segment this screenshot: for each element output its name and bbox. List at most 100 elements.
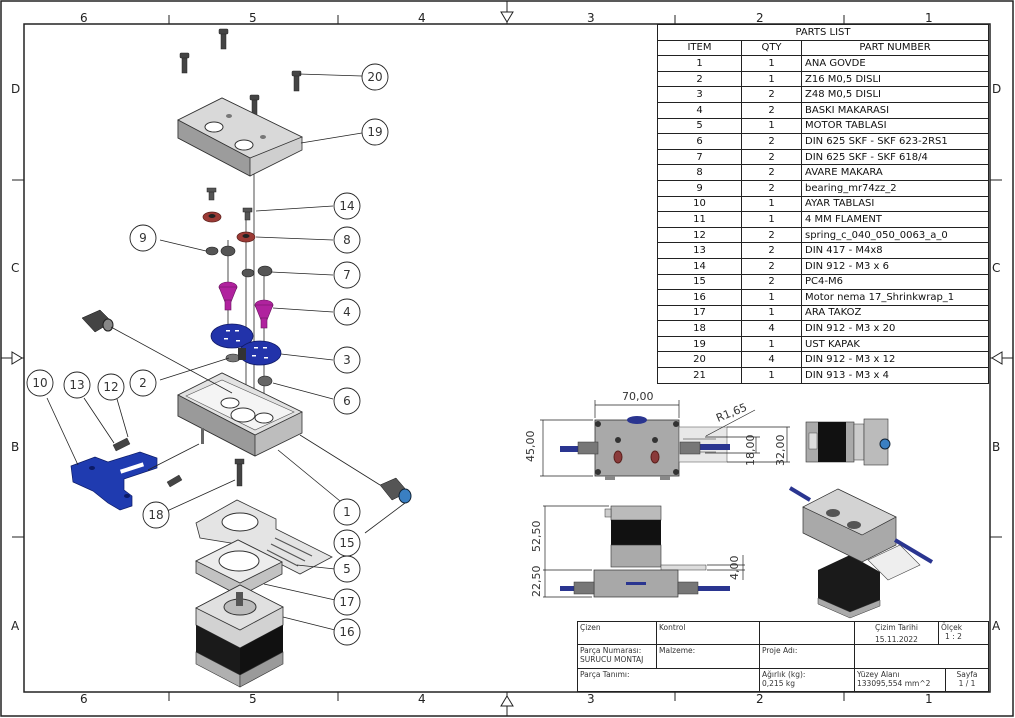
- pc4-fitting-left: [81, 309, 114, 333]
- parca-tanimi-label: Parça Tanımı:: [580, 670, 630, 679]
- balloon-4: [333, 298, 361, 326]
- zone-top-5: 5: [249, 11, 257, 25]
- balloon-label: 5: [343, 562, 351, 576]
- qty-cell: 2: [741, 133, 802, 150]
- qty-cell: 2: [741, 257, 802, 275]
- zone-right-c: C: [992, 261, 1001, 275]
- zone-right-d: D: [992, 82, 1002, 96]
- part-number-cell: DIN 912 - M3 x 20: [801, 320, 989, 337]
- balloon-16: [333, 618, 361, 646]
- qty-cell: 1: [741, 117, 802, 135]
- balloon-2: [129, 369, 157, 397]
- balloon-label: 6: [343, 394, 351, 408]
- balloon-12: [97, 373, 125, 401]
- balloon-label: 18: [148, 508, 163, 522]
- zone-bottom-1: 1: [925, 692, 933, 706]
- part-number-cell: bearing_mr74zz_2: [801, 179, 989, 197]
- dim-base-22-50: 22,50: [530, 566, 543, 598]
- balloon-label: 2: [139, 376, 147, 390]
- zone-left-a: A: [11, 619, 20, 633]
- motor-plate: [195, 499, 333, 575]
- cizen-label: Çizen: [580, 623, 601, 632]
- dim-plate-4: 4,00: [728, 556, 741, 581]
- zone-ticks-bottom: [168, 692, 845, 701]
- side-view: [805, 418, 891, 466]
- balloon-19: [361, 118, 389, 146]
- nema17-motor: [195, 584, 284, 688]
- item-cell: 13: [657, 242, 742, 259]
- zone-top-6: 6: [80, 11, 88, 25]
- part-number-cell: Motor nema 17_Shrinkwrap_1: [801, 289, 989, 306]
- parts-list-title: PARTS LIST: [657, 24, 989, 41]
- yuzey-alani-value: 133095,554 mm^2: [857, 679, 931, 688]
- bearing-623: [257, 375, 273, 387]
- top-view-dimensions: [540, 400, 790, 477]
- agirlik-label: Ağırlık (kg):: [762, 670, 806, 679]
- dim-motor-52-50: 52,50: [530, 521, 543, 553]
- part-number-cell: DIN 417 - M4x8: [801, 242, 989, 259]
- pc4-fitting-right: [379, 477, 412, 504]
- qty-cell: 2: [741, 226, 802, 244]
- balloon-label: 9: [139, 231, 147, 245]
- spacer-block: [195, 539, 283, 597]
- item-cell: 3: [657, 86, 742, 103]
- part-number-cell: DIN 912 - M3 x 12: [801, 351, 989, 369]
- qty-cell: 2: [741, 273, 802, 291]
- zone-bottom-6: 6: [80, 692, 88, 706]
- balloon-13: [63, 371, 91, 399]
- qty-cell: 1: [741, 367, 802, 384]
- balloon-label: 16: [339, 625, 354, 639]
- balloon-label: 15: [339, 536, 354, 550]
- malzeme-label: Malzeme:: [659, 646, 696, 655]
- dim-width-70: 70,00: [622, 390, 654, 403]
- balloon-8: [333, 226, 361, 254]
- qty-cell: 2: [741, 242, 802, 259]
- part-number-cell: DIN 912 - M3 x 6: [801, 257, 989, 275]
- balloon-label: 17: [339, 595, 354, 609]
- dim-height-45: 45,00: [524, 431, 537, 463]
- balloon-label: 7: [343, 268, 351, 282]
- parca-numarasi-label: Parça Numarası:: [580, 646, 642, 655]
- set-screw: [112, 437, 131, 452]
- item-cell: 15: [657, 273, 742, 291]
- part-number-cell: DIN 913 - M3 x 4: [801, 367, 989, 384]
- item-cell: 4: [657, 101, 742, 119]
- item-cell: 12: [657, 226, 742, 244]
- leader-lines: [46, 73, 406, 631]
- olcek-value: 1 : 2: [945, 632, 962, 641]
- kontrol-label: Kontrol: [659, 623, 686, 632]
- part-number-cell: PC4-M6: [801, 273, 989, 291]
- item-cell: 18: [657, 320, 742, 337]
- balloon-label: 20: [367, 70, 382, 84]
- zone-bottom-3: 3: [587, 692, 595, 706]
- balloon-label: 10: [32, 376, 47, 390]
- qty-cell: 2: [741, 148, 802, 166]
- item-cell: 21: [657, 367, 742, 384]
- part-number-cell: BASKI MAKARASI: [801, 101, 989, 119]
- small-bearings: [205, 245, 273, 278]
- qty-cell: 2: [741, 179, 802, 197]
- sayfa-label: Sayfa: [956, 670, 978, 679]
- balloon-7: [333, 261, 361, 289]
- balloon-3: [333, 346, 361, 374]
- dim-slot-18: 18,00: [744, 435, 757, 467]
- zone-bottom-5: 5: [249, 692, 257, 706]
- zone-right-b: B: [992, 440, 1001, 454]
- zone-ticks-top: [168, 15, 845, 24]
- qty-cell: 2: [741, 101, 802, 119]
- balloon-1: [333, 498, 361, 526]
- item-cell: 8: [657, 164, 742, 181]
- qty-cell: 1: [741, 195, 802, 213]
- zone-top-1: 1: [925, 11, 933, 25]
